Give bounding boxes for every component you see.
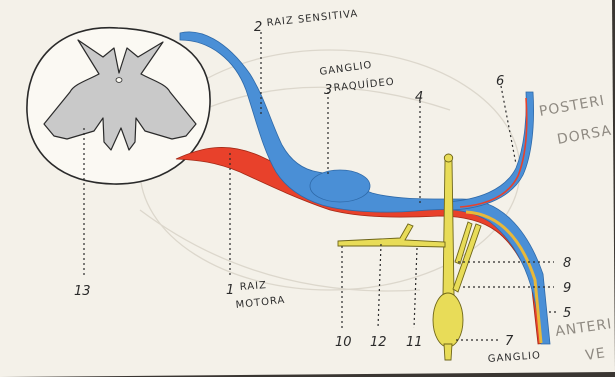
label-number-11: 11 [406, 335, 423, 350]
central-canal [116, 78, 122, 83]
label-number-9: 9 [563, 281, 571, 296]
label-anterior-2: VE [584, 345, 606, 364]
label-number-12: 12 [370, 335, 387, 350]
label-number-5: 5 [563, 306, 571, 321]
label-number-3: 3 [324, 83, 332, 98]
label-number-1: 1 [226, 283, 234, 298]
spinal-ganglion [310, 170, 370, 202]
sympathetic-ganglion-tail [444, 344, 452, 360]
label-number-7: 7 [505, 334, 514, 349]
label-number-4: 4 [415, 90, 423, 105]
label-number-13: 13 [74, 284, 91, 299]
label-raiz-1: RAIZ [239, 280, 267, 293]
label-number-2: 2 [254, 20, 262, 35]
label-number-8: 8 [563, 256, 571, 271]
label-number-10: 10 [335, 335, 352, 350]
sympathetic-ganglion [433, 293, 463, 347]
label-number-6: 6 [496, 74, 504, 89]
sympathetic-trunk [443, 160, 454, 295]
sympathetic-trunk-top [444, 154, 452, 162]
